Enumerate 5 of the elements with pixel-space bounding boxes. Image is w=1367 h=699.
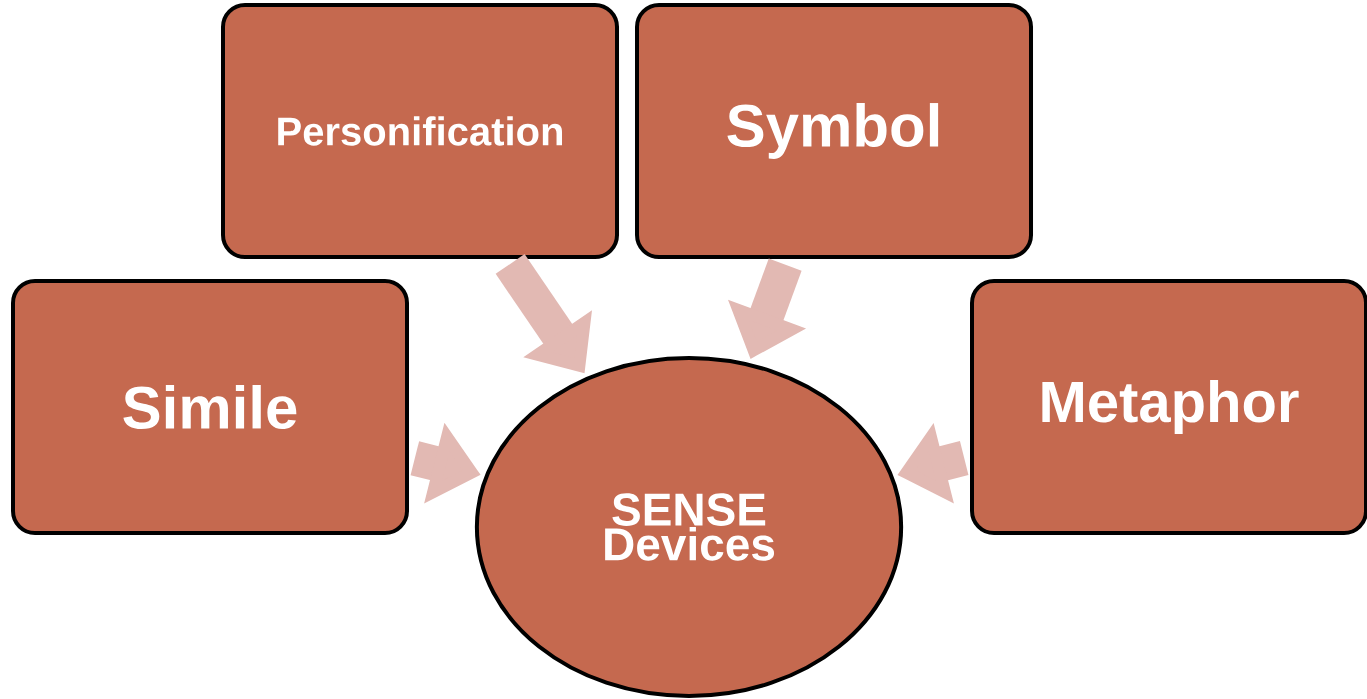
rounded-box: Simile — [11, 279, 409, 535]
rounded-box: Symbol — [635, 3, 1033, 259]
rounded-box: Personification — [221, 3, 619, 259]
ellipse-node: SENSE Devices — [474, 356, 904, 698]
rounded-box: Metaphor — [970, 279, 1367, 535]
